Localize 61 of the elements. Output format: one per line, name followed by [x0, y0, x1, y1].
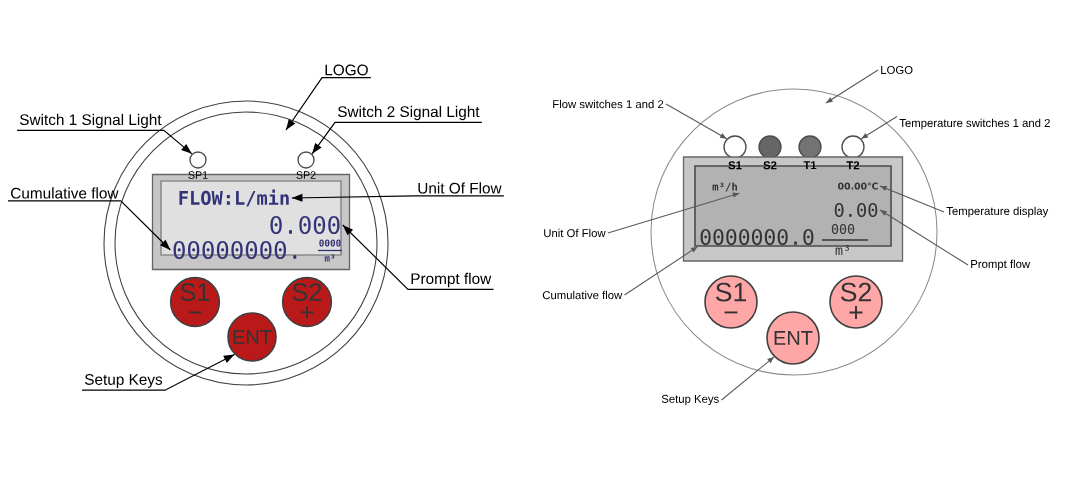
key-button: S2 + — [829, 275, 883, 329]
leader-line — [16, 129, 193, 155]
display-text: m³/h — [712, 182, 737, 192]
light-label: SP2 — [296, 171, 316, 179]
callout-label: Flow switches 1 and 2 — [553, 99, 664, 109]
callout-label: Unit Of Flow — [544, 228, 606, 238]
light-label: S2 — [763, 161, 777, 170]
display-text: FLOW:L/min — [179, 189, 289, 207]
key-button: S1 − — [169, 276, 221, 328]
light-label: S1 — [728, 161, 742, 170]
leader-line — [311, 121, 483, 155]
signal-light — [758, 135, 782, 159]
callout-label: Switch 2 Signal Light — [337, 105, 480, 121]
leader-line — [879, 185, 945, 213]
unit-text: 000 — [831, 223, 855, 235]
leader-line — [607, 192, 740, 234]
signal-light — [189, 151, 207, 169]
leader-line — [291, 193, 505, 202]
light-label: SP1 — [188, 171, 208, 179]
light-label: T1 — [803, 161, 817, 170]
leader-line — [665, 103, 728, 140]
display-screen — [151, 173, 351, 271]
display-text: 0.00 — [834, 202, 878, 218]
leader-line — [342, 224, 495, 290]
callout-label: LOGO — [881, 66, 913, 74]
signal-light — [297, 151, 315, 169]
leader-line — [81, 353, 236, 391]
key-button: ENT — [766, 311, 820, 365]
key-button: S2 + — [281, 276, 333, 328]
callout-label: Setup Keys — [661, 394, 719, 406]
key-button: S1 − — [704, 275, 758, 329]
leader-line — [879, 209, 969, 266]
light-label: T2 — [846, 161, 860, 170]
leader-line — [624, 246, 699, 296]
display-text: 00000000. — [173, 240, 297, 260]
unit-text: 0000 — [319, 239, 341, 247]
callout-label: Setup Keys — [84, 374, 163, 388]
leader-line — [860, 115, 898, 140]
callout-label: LOGO — [325, 64, 368, 76]
display-text: 0.000 — [270, 215, 340, 235]
signal-light — [841, 135, 865, 159]
key-button: ENT — [227, 312, 277, 362]
callout-label: Temperature display — [946, 206, 1049, 218]
leader-line — [285, 77, 372, 131]
callout-label: Prompt flow — [971, 259, 1031, 271]
signal-light — [798, 135, 822, 159]
unit-text: m³ — [835, 245, 850, 255]
leader-line — [825, 69, 879, 104]
leader-line — [7, 200, 171, 251]
callout-label: Unit Of Flow — [418, 182, 502, 194]
callout-label: Cumulative flow — [11, 187, 119, 199]
leader-line — [720, 356, 775, 401]
unit-text: m³ — [324, 254, 335, 262]
display-text: 00.00℃ — [838, 182, 878, 190]
callout-label: Temperature switches 1 and 2 — [899, 118, 1050, 130]
display-screen — [682, 156, 904, 262]
display-text: 0000000.0 — [700, 228, 814, 246]
callout-label: Cumulative flow — [542, 290, 623, 300]
callout-label: Switch 1 Signal Light — [19, 113, 162, 129]
signal-light — [723, 135, 747, 159]
callout-label: Prompt flow — [411, 272, 492, 288]
